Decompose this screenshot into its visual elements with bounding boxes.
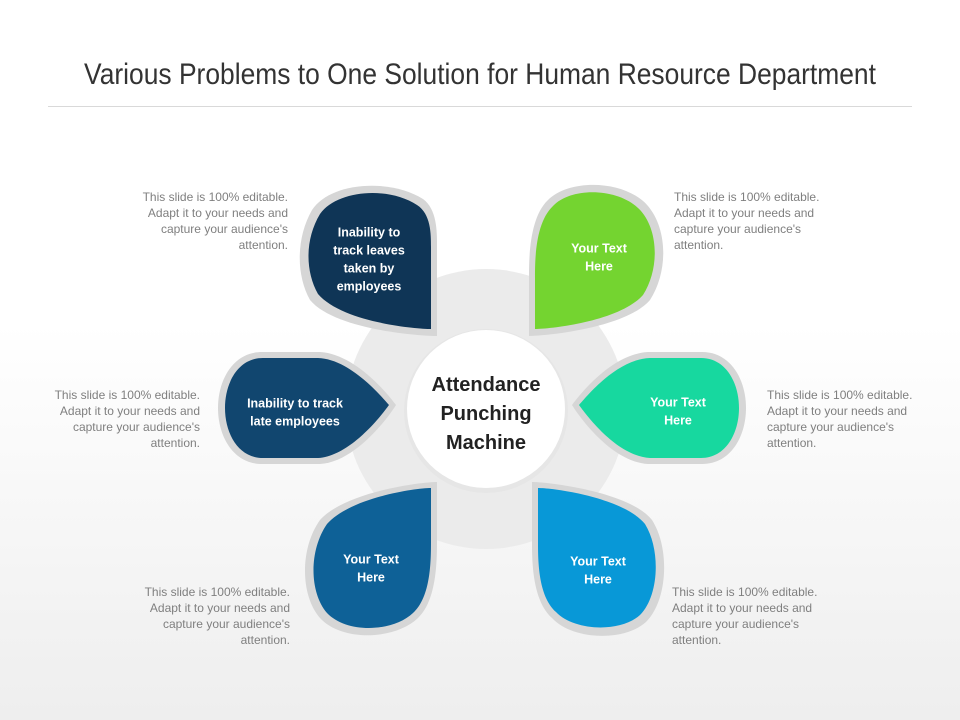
petal-top-left-label-line-1: Inability to [338,225,401,239]
petal-middle-left-label-line-2: late employees [250,414,340,428]
description-bottom-left: This slide is 100% editable. Adapt it to… [144,585,290,647]
petal-middle-left-label: Inability to track late employees [247,396,343,428]
petal-top-left-label: Inability to track leaves taken by employee… [333,225,405,293]
description-middle-right: This slide is 100% editable. Adapt it to… [767,388,913,450]
petal-bottom-left-label-line-2: Here [357,570,385,584]
petal-middle-right-label-line-2: Here [664,413,692,427]
petal-middle-left-shape [225,358,389,458]
petal-middle-left: Inability to track late employees [218,352,396,464]
hub-circle [407,330,565,488]
petal-middle-left-label-line-1: Inability to track [247,396,343,410]
petal-middle-right-label-line-1: Your Text [650,395,707,409]
petal-top-right-label-line-1: Your Text [571,241,628,255]
hub-label-line-3: Machine [446,432,526,454]
petal-middle-right-shape [579,358,739,458]
page-title: Various Problems to One Solution for Hum… [84,58,876,91]
petal-bottom-right-label-line-2: Here [584,572,612,586]
petal-top-left-label-line-3: taken by [344,261,395,275]
petal-top-right-shape [535,192,655,329]
petal-top-left-shape [308,193,431,329]
petal-top-left: Inability to track leaves taken by employee… [299,185,437,336]
petal-top-left-label-line-4: employees [337,279,402,293]
petal-bottom-right-label-line-1: Your Text [570,554,627,568]
description-middle-left: This slide is 100% editable. Adapt it to… [54,388,200,450]
description-top-right: This slide is 100% editable. Adapt it to… [674,190,820,252]
description-bottom-right: This slide is 100% editable. Adapt it to… [672,585,818,647]
hub-label-line-2: Punching [440,403,531,425]
description-top-left: This slide is 100% editable. Adapt it to… [142,190,288,252]
hub-label-line-1: Attendance [432,374,541,396]
petal-bottom-right-shape [538,488,656,628]
petal-top-right-label-line-2: Here [585,259,613,273]
petal-bottom-left-shape [313,488,431,629]
petal-bottom-left-label-line-1: Your Text [343,552,400,566]
title-divider [48,106,912,107]
petal-top-left-label-line-2: track leaves [333,243,405,257]
